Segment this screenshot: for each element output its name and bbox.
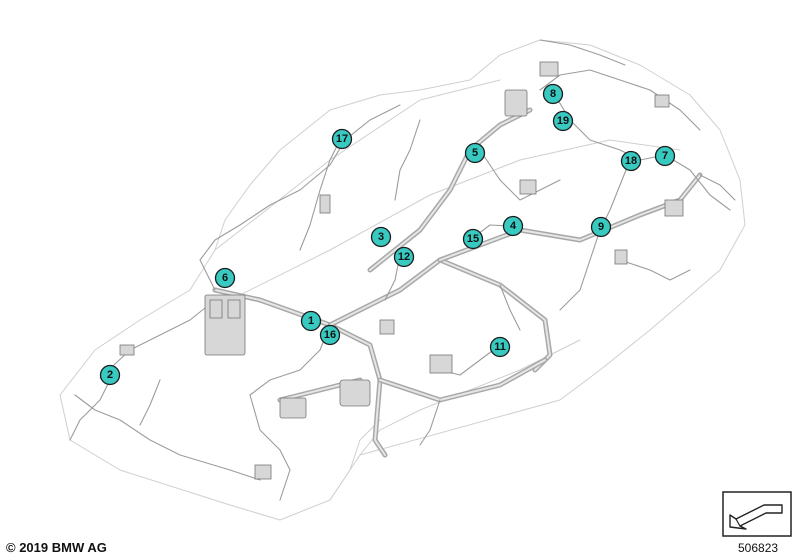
callout-label: 6 [222, 272, 228, 284]
copyright-notice: © 2019 BMW AG [6, 540, 107, 555]
callout-label: 11 [494, 341, 506, 353]
connector [279, 397, 307, 419]
callout-label: 15 [467, 233, 479, 245]
callout-label: 18 [625, 155, 637, 167]
nav-arrow-icon[interactable] [722, 491, 792, 537]
callout-label: 16 [324, 329, 336, 341]
callout-8[interactable]: 8 [542, 83, 564, 105]
connector [504, 89, 528, 117]
callout-5[interactable]: 5 [464, 142, 486, 164]
connector [664, 199, 684, 217]
callout-label: 9 [598, 221, 604, 233]
connector [519, 179, 537, 195]
callout-label: 8 [550, 88, 556, 100]
connector [654, 94, 670, 108]
callout-label: 3 [378, 231, 384, 243]
callout-label: 19 [557, 115, 569, 127]
callout-12[interactable]: 12 [393, 246, 415, 268]
callout-label: 1 [308, 315, 314, 327]
callout-19[interactable]: 19 [552, 110, 574, 132]
connector [339, 379, 371, 407]
callout-label: 5 [472, 147, 478, 159]
callout-label: 2 [107, 369, 113, 381]
connector [614, 249, 628, 265]
callout-label: 12 [398, 251, 410, 263]
callout-16[interactable]: 16 [319, 324, 341, 346]
connector-blocks [119, 61, 684, 480]
callout-label: 17 [336, 133, 348, 145]
callout-17[interactable]: 17 [331, 128, 353, 150]
connector [227, 299, 241, 319]
connector [379, 319, 395, 335]
callout-label: 4 [510, 220, 517, 232]
callout-label: 7 [662, 150, 668, 162]
callout-18[interactable]: 18 [620, 150, 642, 172]
callout-4[interactable]: 4 [502, 215, 524, 237]
connector [209, 299, 223, 319]
connector [119, 344, 135, 356]
callout-7[interactable]: 7 [654, 145, 676, 167]
connector [429, 354, 453, 374]
reference-number: 506823 [738, 541, 779, 555]
callout-11[interactable]: 11 [489, 336, 511, 358]
callout-1[interactable]: 1 [300, 310, 322, 332]
branch-wiring [69, 39, 736, 501]
connector [539, 61, 559, 77]
connector [319, 194, 331, 214]
callout-9[interactable]: 9 [590, 216, 612, 238]
callout-3[interactable]: 3 [370, 226, 392, 248]
connector [254, 464, 272, 480]
main-harness-trunk [212, 107, 703, 458]
vehicle-outline [59, 39, 746, 521]
callout-15[interactable]: 15 [462, 228, 484, 250]
callout-6[interactable]: 6 [214, 267, 236, 289]
callout-2[interactable]: 2 [99, 364, 121, 386]
